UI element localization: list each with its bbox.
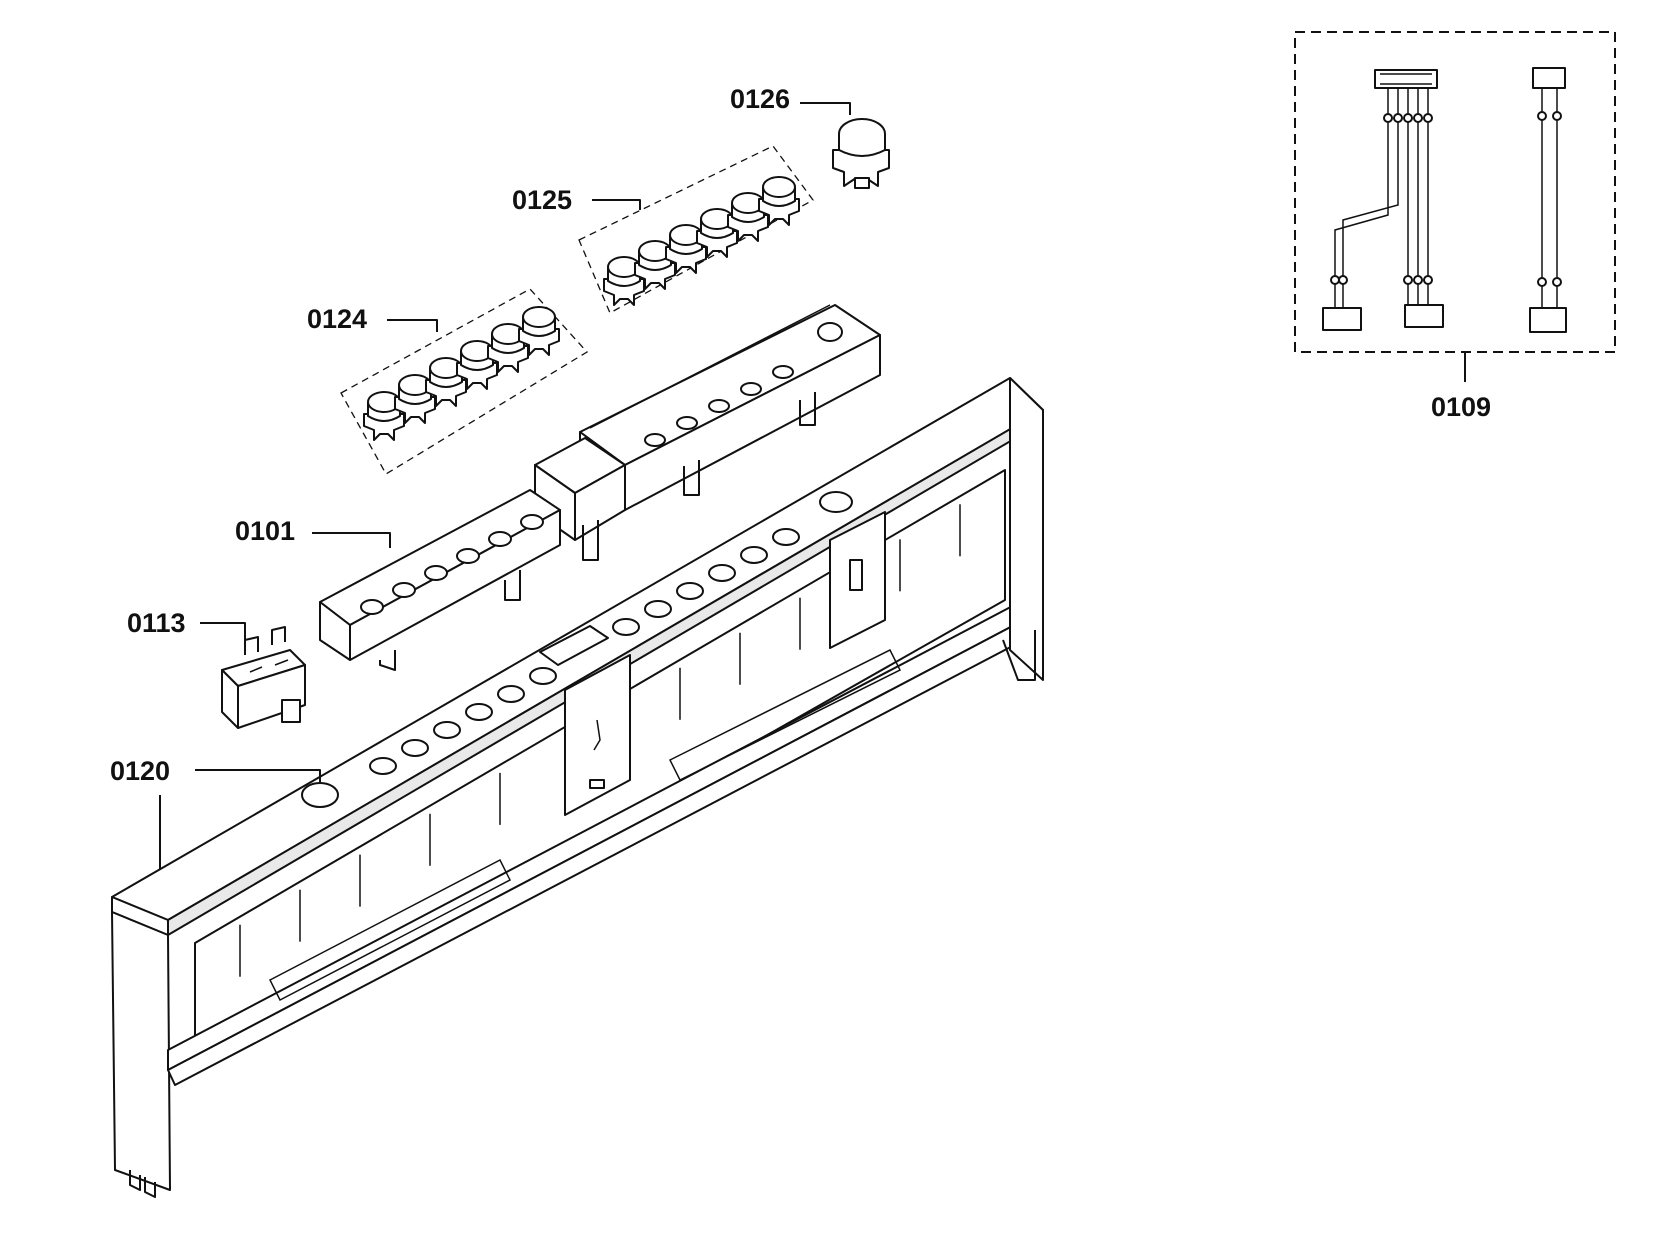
- label-0125: 0125: [512, 185, 572, 215]
- part-0109-wiring-harness[interactable]: [1294, 31, 1616, 353]
- led-window: [488, 531, 512, 547]
- leader-lines: [159, 102, 1466, 870]
- label-0126: 0126: [730, 84, 790, 114]
- part-0101-control-module[interactable]: [319, 304, 881, 671]
- button-hole: [433, 721, 461, 739]
- part-0120-fascia-panel[interactable]: [111, 377, 1044, 1198]
- part-0124-button-strip[interactable]: [340, 288, 589, 475]
- part-0126-single-button[interactable]: [832, 118, 890, 189]
- led-window: [424, 565, 448, 581]
- label-0124: 0124: [307, 304, 367, 334]
- button-cap: [425, 357, 467, 407]
- button-hole: [612, 618, 640, 636]
- button-cap: [456, 340, 498, 390]
- led-window: [772, 365, 794, 379]
- button-hole: [644, 600, 672, 618]
- button-hole: [772, 528, 800, 546]
- part-0113-connector[interactable]: [221, 626, 306, 729]
- led-window: [708, 399, 730, 413]
- button-cap: [518, 306, 560, 356]
- led-window: [740, 382, 762, 396]
- button-cap: [758, 176, 800, 226]
- button-hole: [465, 703, 493, 721]
- button-hole: [708, 564, 736, 582]
- button-hole: [676, 582, 704, 600]
- button-hole: [819, 491, 853, 513]
- label-0101: 0101: [235, 516, 295, 546]
- led-window: [392, 582, 416, 598]
- button-hole: [369, 757, 397, 775]
- part-0125-button-strip[interactable]: [578, 145, 814, 314]
- led-window: [520, 514, 544, 530]
- button-hole: [740, 546, 768, 564]
- button-hole: [401, 739, 429, 757]
- led-window: [676, 416, 698, 430]
- led-window: [456, 548, 480, 564]
- led-window: [360, 599, 384, 615]
- label-0120: 0120: [110, 756, 170, 786]
- label-0113: 0113: [127, 608, 186, 638]
- button-hole: [529, 667, 557, 685]
- button-cap: [665, 224, 707, 274]
- button-hole: [497, 685, 525, 703]
- led-window: [644, 433, 666, 447]
- button-cap: [487, 323, 529, 373]
- label-0109: 0109: [1431, 392, 1491, 422]
